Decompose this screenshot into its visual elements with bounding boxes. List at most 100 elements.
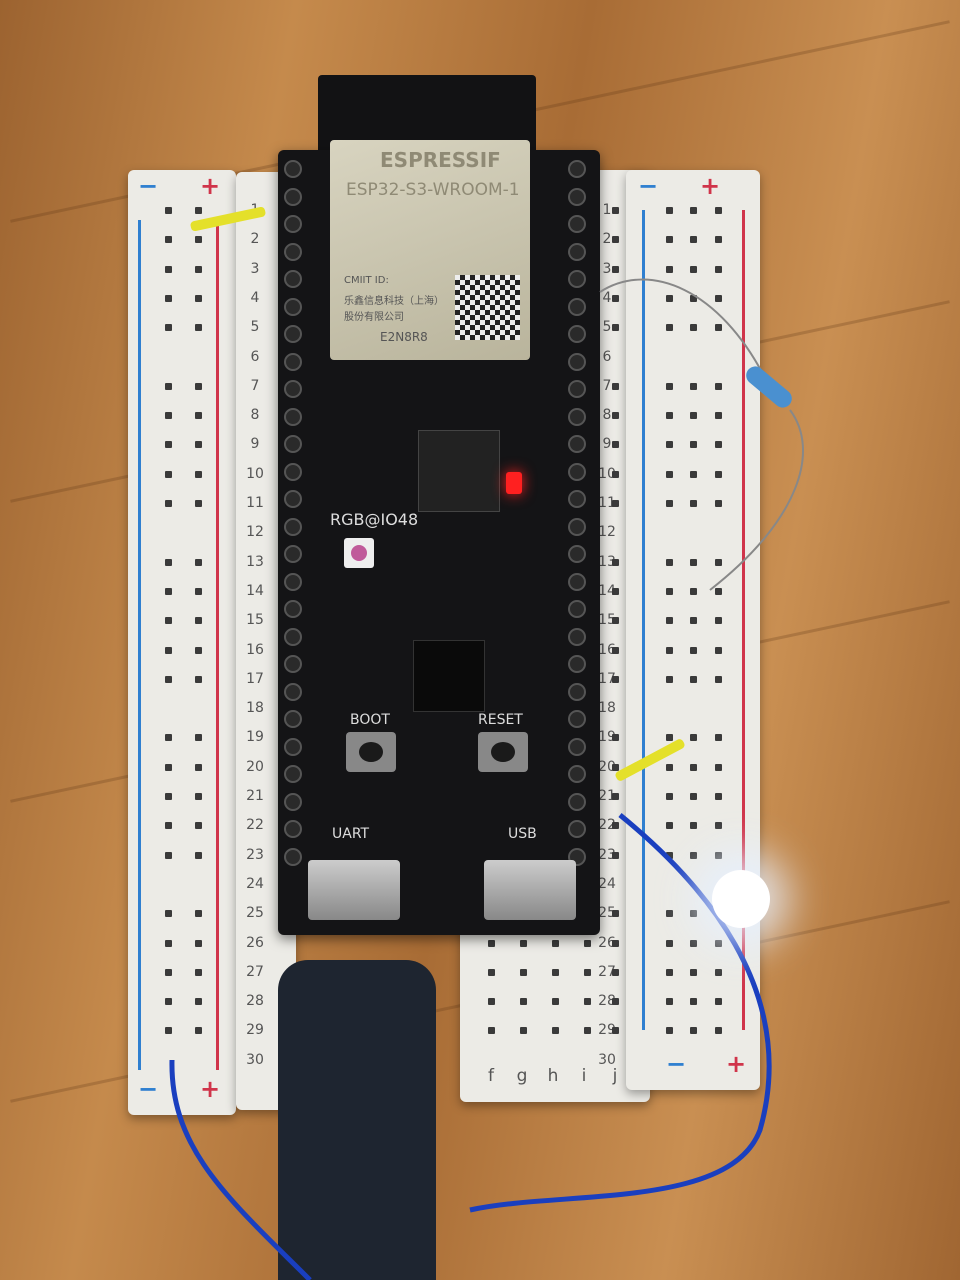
- breadboard-hole: [715, 324, 722, 332]
- breadboard-hole: [690, 675, 697, 683]
- power-led: [506, 472, 522, 494]
- breadboard-hole: [690, 734, 697, 742]
- breadboard-hole: [690, 910, 697, 918]
- breadboard-hole: [165, 646, 172, 654]
- breadboard-hole: [666, 207, 673, 214]
- breadboard-hole: [666, 382, 673, 390]
- breadboard-hole: [666, 998, 673, 1006]
- header-pin: [568, 545, 586, 563]
- breadboard-hole: [195, 500, 202, 507]
- breadboard-hole: [195, 998, 202, 1006]
- esp32-s3-wroom-module: ESPRESSIF ESP32-S3-WROOM-1 CMIIT ID: 乐鑫信…: [330, 140, 530, 360]
- breadboard-hole: [165, 998, 172, 1006]
- breadboard-hole: [715, 470, 722, 478]
- minus-sign: −: [138, 172, 159, 200]
- boot-button[interactable]: [346, 732, 396, 772]
- breadboard-hole: [552, 939, 559, 947]
- breadboard-hole: [195, 470, 202, 478]
- row-number-right: 30: [598, 1051, 616, 1068]
- breadboard-hole: [195, 265, 202, 273]
- breadboard-hole: [612, 998, 619, 1006]
- header-pin: [284, 352, 302, 371]
- row-number-right: 11: [598, 495, 616, 511]
- header-pin: [284, 737, 302, 756]
- breadboard-hole: [612, 793, 619, 800]
- header-pin: [568, 627, 586, 646]
- reset-button[interactable]: [478, 732, 528, 772]
- breadboard-hole: [612, 1027, 619, 1035]
- breadboard-hole: [165, 265, 172, 273]
- breadboard-hole: [666, 968, 673, 976]
- breadboard-hole: [690, 470, 697, 478]
- breadboard-hole: [612, 412, 619, 420]
- header-pin: [568, 490, 586, 508]
- breadboard-hole: [715, 294, 722, 302]
- breadboard-hole: [612, 910, 619, 918]
- row-number-left: 2: [250, 231, 260, 248]
- header-pin: [284, 435, 302, 453]
- breadboard-hole: [666, 558, 673, 566]
- breadboard-hole: [195, 822, 202, 830]
- breadboard-hole: [612, 734, 619, 742]
- row-number-right: 15: [598, 612, 616, 629]
- breadboard-hole: [666, 236, 673, 244]
- breadboard-hole: [715, 441, 722, 449]
- breadboard-hole: [195, 1027, 202, 1035]
- header-pin: [284, 462, 302, 481]
- breadboard-hole: [690, 207, 697, 214]
- header-pin: [284, 270, 302, 288]
- usb-port[interactable]: [484, 860, 576, 920]
- row-number-left: 20: [246, 758, 264, 775]
- breadboard-hole: [612, 470, 619, 478]
- breadboard-hole: [195, 910, 202, 918]
- breadboard-hole: [165, 822, 172, 830]
- breadboard-hole: [552, 998, 559, 1006]
- row-number-right: 9: [602, 436, 612, 453]
- row-number-left: 13: [246, 553, 264, 570]
- uart-usb-port[interactable]: [308, 860, 400, 920]
- header-pin: [568, 600, 586, 618]
- header-pin: [284, 765, 302, 783]
- row-number-left: 16: [246, 641, 264, 658]
- breadboard-hole: [195, 939, 202, 947]
- row-number-left: 22: [246, 817, 264, 834]
- breadboard-hole: [195, 412, 202, 420]
- breadboard-hole: [715, 207, 722, 214]
- breadboard-hole: [666, 587, 673, 595]
- breadboard-hole: [690, 324, 697, 332]
- breadboard-hole: [612, 617, 619, 625]
- row-number-right: 5: [602, 319, 612, 336]
- breadboard-hole: [612, 587, 619, 595]
- breadboard-hole: [520, 968, 527, 976]
- row-number-left: 3: [250, 260, 260, 277]
- breadboard-hole: [165, 734, 172, 742]
- breadboard-hole: [666, 763, 673, 771]
- minus-sign: −: [666, 1050, 687, 1078]
- breadboard-hole: [552, 1027, 559, 1035]
- header-pin: [568, 765, 586, 783]
- row-number-right: 17: [598, 670, 616, 687]
- breadboard-hole: [715, 675, 722, 683]
- breadboard-hole: [195, 968, 202, 976]
- module-brand: ESPRESSIF: [380, 148, 501, 172]
- row-number-right: 23: [598, 846, 616, 863]
- breadboard-hole: [584, 998, 591, 1006]
- row-number-left: 29: [246, 1022, 264, 1039]
- header-pin: [568, 682, 586, 701]
- header-pin: [568, 380, 586, 398]
- header-pin: [284, 297, 302, 316]
- breadboard-hole: [488, 998, 495, 1006]
- row-number-left: 30: [246, 1051, 264, 1068]
- breadboard-hole: [488, 1027, 495, 1035]
- breadboard-hole: [165, 558, 172, 566]
- breadboard-hole: [195, 851, 202, 859]
- breadboard-hole: [690, 617, 697, 625]
- breadboard-hole: [165, 793, 172, 800]
- breadboard-hole: [690, 998, 697, 1006]
- breadboard-hole: [690, 236, 697, 244]
- rgb-label: RGB@IO48: [330, 510, 419, 529]
- breadboard-hole: [195, 324, 202, 332]
- row-number-right: 18: [598, 700, 616, 717]
- row-number-right: 8: [602, 407, 612, 424]
